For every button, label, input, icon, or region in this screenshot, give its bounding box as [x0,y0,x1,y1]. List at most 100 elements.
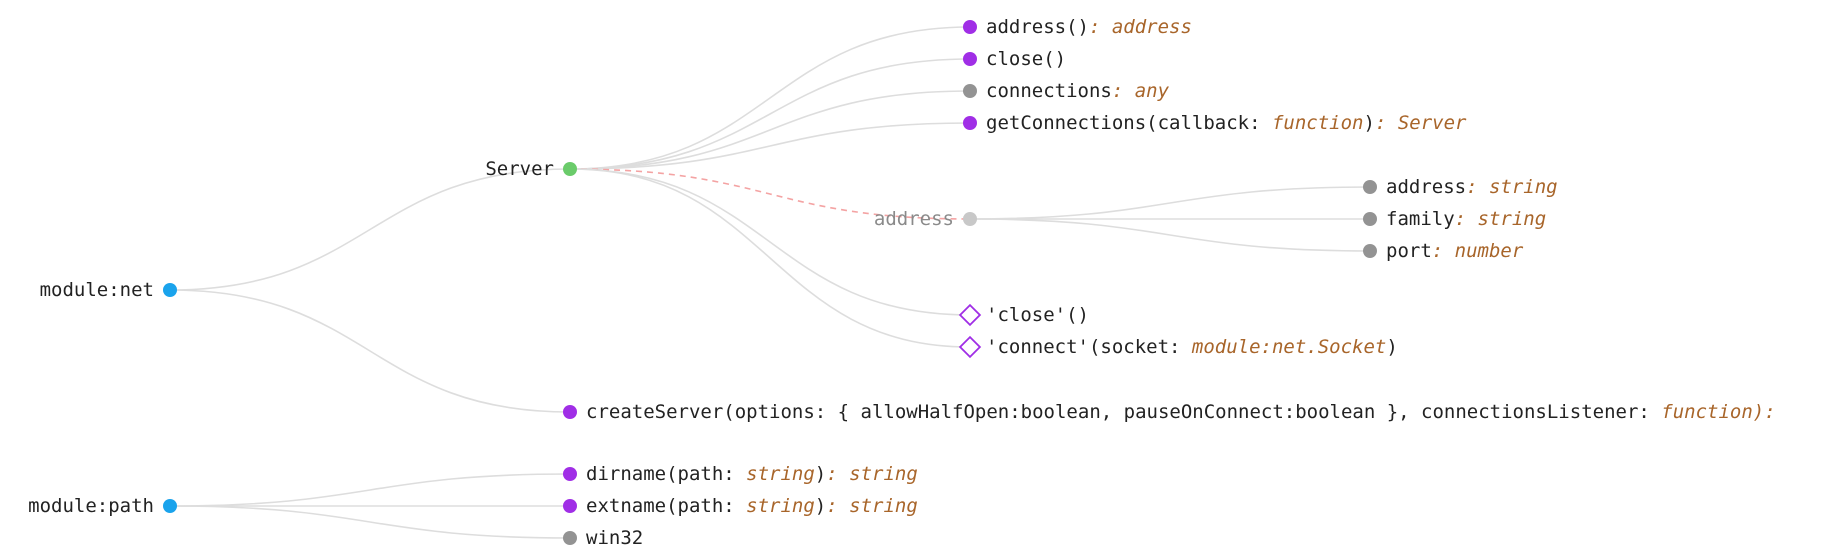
type-annotation: function [1272,112,1364,134]
tree-node-path[interactable]: module:path [28,495,177,517]
method-node-dot-icon [563,499,577,513]
type-annotation: : string [826,463,918,485]
property-node-dot-icon [563,531,577,545]
node-label: module:net [40,279,154,301]
node-label: module:path [28,495,154,517]
label-text: module:path [28,495,154,517]
label-text: win32 [586,527,643,549]
label-text: 'connect'(socket: [986,336,1192,358]
type-annotation: ): [1753,401,1776,423]
tree-links [169,26,1371,539]
method-node-dot-icon [563,405,577,419]
label-text: ) [815,495,826,517]
type-annotation: function [1661,401,1753,423]
tree-node-a_address[interactable]: address: string [1363,176,1558,198]
label-text: family [1386,208,1455,230]
method-node-dot-icon [963,52,977,66]
tree-link-server-s_close [569,58,971,170]
event-diamond-icon [958,303,982,327]
node-label: close() [986,48,1066,70]
type-annotation: : address [1089,16,1192,38]
property-node-dot-icon [1363,180,1377,194]
tree-link-server-ev_close [569,168,971,316]
node-label: getConnections(callback: function): Serv… [986,112,1467,134]
tree-link-server-s_connections [569,90,971,170]
tree-link-server-addr_typedef [569,168,971,220]
module-node-dot-icon [163,499,177,513]
node-label: win32 [586,527,643,549]
tree-node-addr_typedef[interactable]: address [874,208,977,230]
label-text: ) [1386,336,1397,358]
method-node-dot-icon [963,20,977,34]
label-text: extname(path: [586,495,746,517]
type-annotation: : string [826,495,918,517]
node-label: extname(path: string): string [586,495,918,517]
node-label: address [874,208,954,230]
tree-node-win32[interactable]: win32 [563,527,643,549]
node-label: address(): address [986,16,1192,38]
label-text: 'close'() [986,304,1089,326]
tree-link-path-dirname [169,473,571,507]
tree-nodes: module:net module:path Server createServer(… [28,16,1776,549]
tree-node-extname[interactable]: extname(path: string): string [563,495,918,517]
tree-link-addr_typedef-a_port [969,218,1371,252]
type-annotation: : any [1112,80,1170,102]
node-label: 'close'() [986,304,1089,326]
node-label: createServer(options: { allowHalfOpen:bo… [586,401,1776,423]
tree-node-a_port[interactable]: port: number [1363,240,1524,262]
tree-node-net[interactable]: module:net [40,279,177,301]
faded-node-dot-icon [963,212,977,226]
type-annotation: string [746,463,815,485]
method-node-dot-icon [563,467,577,481]
property-node-dot-icon [1363,244,1377,258]
label-text: ) [815,463,826,485]
property-node-dot-icon [963,84,977,98]
label-text: module:net [40,279,154,301]
node-label: connections: any [986,80,1170,102]
tree-link-net-server [169,168,571,291]
tree-node-ev_close[interactable]: 'close'() [958,303,1089,327]
tree-node-s_address[interactable]: address(): address [963,16,1192,38]
tree-node-server[interactable]: Server [485,158,577,180]
tree-node-s_connections[interactable]: connections: any [963,80,1170,102]
type-annotation: module:net.Socket [1191,336,1386,358]
label-text: Server [485,158,554,180]
type-annotation: : number [1432,240,1524,262]
label-text: ) [1364,112,1375,134]
type-annotation: : string [1455,208,1547,230]
tree-node-s_close[interactable]: close() [963,48,1066,70]
label-text: address [1386,176,1466,198]
node-label: family: string [1386,208,1546,230]
tree-node-dirname[interactable]: dirname(path: string): string [563,463,918,485]
property-node-dot-icon [1363,212,1377,226]
node-label: dirname(path: string): string [586,463,918,485]
label-text: connections [986,80,1112,102]
method-node-dot-icon [963,116,977,130]
node-label: port: number [1386,240,1524,262]
label-text: address [874,208,954,230]
tree-node-a_family[interactable]: family: string [1363,208,1546,230]
tree-node-s_getConnections[interactable]: getConnections(callback: function): Serv… [963,112,1467,134]
class-node-dot-icon [563,162,577,176]
type-annotation: : Server [1375,112,1467,134]
tree-link-path-win32 [169,505,571,539]
label-text: createServer(options: { allowHalfOpen:bo… [586,401,1661,423]
tree-link-server-s_getConnections [569,122,971,170]
type-annotation: string [746,495,815,517]
node-label: Server [485,158,554,180]
event-diamond-icon [958,335,982,359]
type-annotation: : string [1466,176,1558,198]
node-label: address: string [1386,176,1558,198]
tree-link-server-s_address [569,26,971,170]
tree-node-createServer[interactable]: createServer(options: { allowHalfOpen:bo… [563,401,1776,423]
tree-node-ev_connect[interactable]: 'connect'(socket: module:net.Socket) [958,335,1398,359]
module-node-dot-icon [163,283,177,297]
node-label: 'connect'(socket: module:net.Socket) [986,336,1398,358]
label-text: close() [986,48,1066,70]
label-text: getConnections(callback: [986,112,1272,134]
label-text: port [1386,240,1432,262]
label-text: dirname(path: [586,463,746,485]
tree-link-net-createServer [169,289,571,413]
label-text: address() [986,16,1089,38]
tree-link-server-ev_connect [569,168,971,348]
